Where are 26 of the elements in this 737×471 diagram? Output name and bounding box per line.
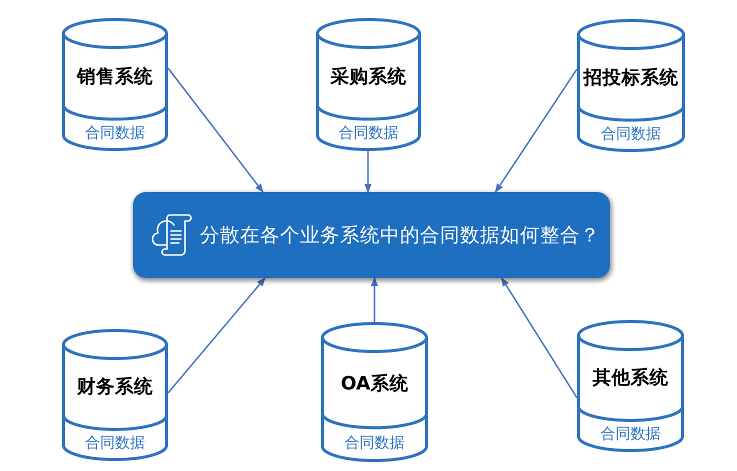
data-label: 合同数据: [85, 124, 145, 142]
data-label: 合同数据: [600, 426, 660, 443]
database-cylinder: [62, 18, 168, 151]
arrow: [167, 277, 266, 394]
question-box: [133, 192, 610, 278]
data-label: 合同数据: [338, 124, 398, 142]
arrow: [500, 277, 578, 398]
arrow: [370, 277, 378, 322]
database-cylinder: [316, 18, 421, 151]
question-text: 分散在各个业务系统中的合同数据如何整合？: [200, 223, 600, 247]
system-name: 招投标系统: [584, 66, 678, 88]
database-cylinder: [62, 329, 168, 461]
arrow: [364, 151, 372, 193]
data-label: 合同数据: [85, 434, 145, 452]
arrow: [494, 68, 578, 193]
database-cylinder: [321, 322, 428, 462]
system-name: OA系统: [340, 372, 408, 394]
arrow: [167, 68, 264, 193]
database-cylinder: [577, 320, 684, 452]
data-label: 合同数据: [601, 125, 661, 143]
system-name: 其他系统: [592, 367, 668, 389]
data-label: 合同数据: [344, 434, 404, 452]
database-cylinder: [577, 19, 685, 152]
system-name: 销售系统: [77, 66, 153, 88]
system-name: 财务系统: [77, 376, 153, 398]
system-name: 采购系统: [330, 66, 406, 88]
